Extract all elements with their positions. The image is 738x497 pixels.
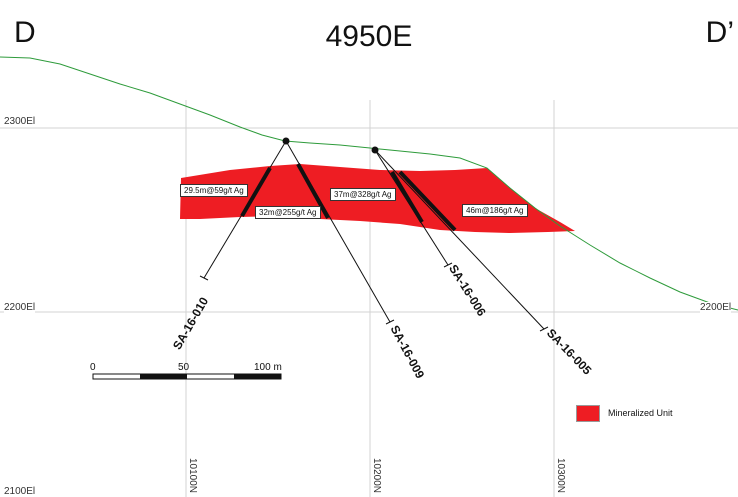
scale-label-end: 100 m [254, 362, 282, 373]
northing-label-10100: 10100N [187, 458, 198, 494]
collar-east [371, 146, 379, 154]
northing-label-10300: 10300N [555, 458, 566, 494]
drillhole-tick-005 [539, 326, 549, 332]
section-marker-right: D’ [705, 16, 734, 49]
elevation-label-2200-left: 2200El [4, 302, 36, 313]
legend-label: Mineralized Unit [608, 408, 673, 418]
drillhole-tick-009 [385, 319, 395, 325]
intercept-009 [296, 163, 330, 219]
intercept-006 [390, 170, 424, 224]
intercept-010 [240, 166, 272, 218]
scale-seg-2 [234, 374, 281, 379]
elevation-label-2300: 2300El [4, 116, 36, 127]
scale-seg-1 [140, 374, 187, 379]
interval-label-005: 46m@186g/t Ag [462, 204, 528, 217]
section-marker-left: D [14, 16, 36, 49]
legend-swatch [576, 405, 600, 422]
topography-line [0, 56, 738, 311]
interval-label-009: 32m@255g/t Ag [255, 206, 321, 219]
intercept-005 [398, 170, 457, 232]
grid [0, 100, 738, 497]
interval-label-006: 37m@328g/t Ag [330, 188, 396, 201]
interval-label-010: 29.5m@59g/t Ag [180, 184, 248, 197]
elevation-label-2100: 2100El [4, 486, 36, 497]
drillhole-tick-010 [199, 275, 209, 281]
drillhole-tick-006 [443, 262, 453, 268]
northing-label-10200: 10200N [371, 458, 382, 494]
section-title: 4950E [325, 20, 413, 53]
scale-label-mid: 50 [178, 362, 190, 373]
scale-bar [92, 373, 282, 380]
elevation-label-2200-right: 2200El [700, 302, 732, 313]
collar-west [282, 137, 290, 145]
drillhole-trace-005 [374, 149, 545, 330]
scale-label-zero: 0 [90, 362, 96, 373]
intercepts [240, 163, 457, 232]
